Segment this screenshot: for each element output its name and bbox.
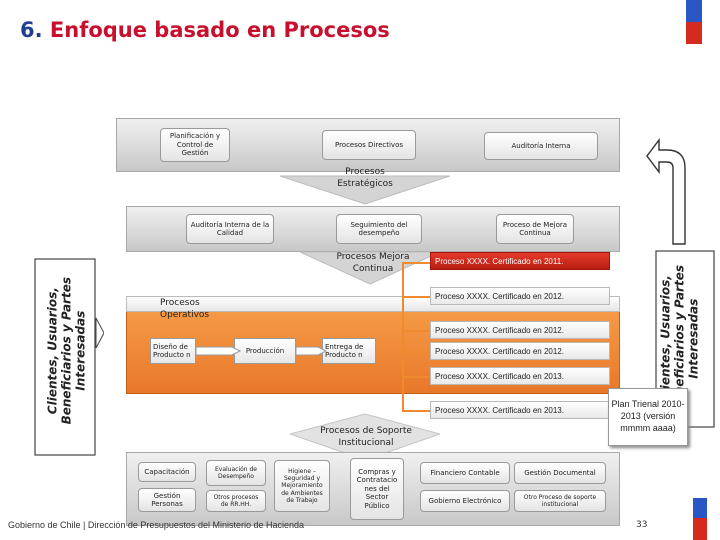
estrategicos-label: Procesos Estratégicos [337, 167, 393, 189]
box-financiero: Financiero Contable [420, 462, 510, 484]
connector-1 [402, 262, 430, 264]
footer-text: Gobierno de Chile | Dirección de Presupu… [8, 520, 304, 530]
box-gestion-documental: Gestión Documental [514, 462, 606, 484]
flag-blue-stripe [693, 498, 707, 518]
operativos-label: Procesos Operativos [160, 298, 210, 320]
mejora-arrow [300, 251, 440, 285]
connector-4 [402, 351, 430, 353]
box-higiene: Higiene – Seguridad y Mejoramiento de Am… [274, 460, 330, 512]
box-compras: Compras y Contratacio nes del Sector Púb… [350, 458, 404, 520]
feedback-arrow-icon [646, 137, 686, 245]
flag-blue-stripe [686, 0, 702, 22]
cert-item: Proceso XXXX. Certificado en 2013. [430, 401, 610, 419]
cert-item: Proceso XXXX. Certificado en 2011. [430, 252, 610, 270]
cert-item: Proceso XXXX. Certificado en 2012. [430, 321, 610, 339]
connector-2 [402, 296, 430, 298]
box-auditoria-calidad: Auditoría Interna de la Calidad [186, 214, 274, 244]
left-client-line: Beneficiarios y Partes [59, 276, 74, 425]
estrategicos-arrow [280, 175, 450, 205]
arrow-diseno-produccion [195, 346, 242, 356]
soporte-arrow [290, 413, 440, 461]
box-gestion-personas: Gestión Personas [138, 488, 196, 512]
box-otros-rrhh: Otros procesos de RR.HH. [206, 490, 266, 512]
box-entrega: Entrega de Producto n [322, 338, 376, 364]
right-client-line: Interesadas [685, 298, 700, 379]
soporte-label: Procesos de Soporte Institucional [320, 426, 412, 448]
connector-vertical [402, 262, 404, 410]
arrow-produccion-entrega [295, 346, 328, 356]
box-mejora-continua: Proceso de Mejora Continua [496, 214, 574, 244]
cert-item: Proceso XXXX. Certificado en 2012. [430, 287, 610, 305]
left-client-line: Interesadas [72, 310, 87, 391]
box-gobierno-electronico: Gobierno Electrónico [420, 490, 510, 512]
box-diseno: Diseño de Producto n [150, 338, 196, 364]
cert-item: Proceso XXXX. Certificado en 2013. [430, 367, 610, 385]
title-text: Enfoque basado en Procesos [49, 18, 390, 42]
box-procesos-directivos: Procesos Directivos [322, 130, 416, 160]
box-capacitacion: Capacitación [138, 462, 196, 482]
left-client-line: Clientes, Usuarios, [45, 287, 60, 415]
left-client-arrow [34, 258, 104, 456]
box-evaluacion: Evaluación de Desempeño [206, 460, 266, 486]
connector-6 [402, 410, 430, 412]
connector-3 [402, 330, 430, 332]
box-produccion: Producción [234, 338, 296, 364]
left-client-label: Clientes, Usuarios, Beneficiarios y Part… [45, 256, 87, 446]
connector-5 [402, 376, 430, 378]
cert-item: Proceso XXXX. Certificado en 2012. [430, 342, 610, 360]
plan-trienal-note: Plan Trienal 2010-2013 (versión mmmm aaa… [608, 388, 688, 446]
page-title: 6. Enfoque basado en Procesos [20, 18, 390, 42]
flag-red-stripe [693, 518, 707, 540]
box-auditoria-interna: Auditoría Interna [484, 132, 598, 160]
box-seguimiento: Seguimiento del desempeño [336, 214, 422, 244]
box-planificacion: Planificación y Control de Gestión [160, 128, 230, 162]
mejora-label: Procesos Mejora Continua [336, 252, 410, 274]
flag-red-stripe [686, 22, 702, 44]
box-otro-soporte: Otro Proceso de soporte institucional [514, 490, 606, 512]
title-number: 6. [20, 18, 43, 42]
page-number: 33 [636, 520, 648, 530]
